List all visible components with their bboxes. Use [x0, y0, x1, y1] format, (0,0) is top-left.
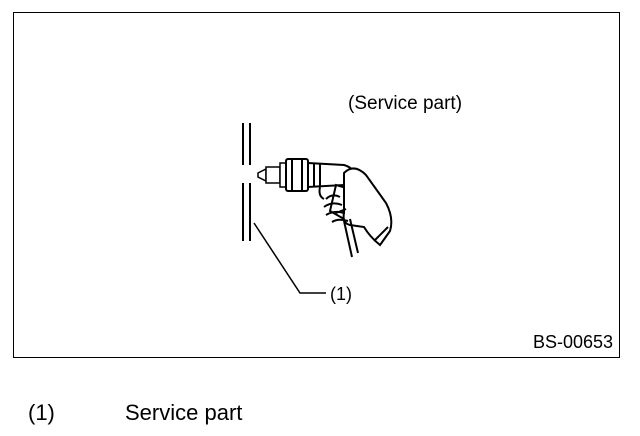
service-part-label: (Service part): [348, 93, 463, 114]
legend-number: (1): [28, 400, 55, 425]
callout-label: (1): [330, 284, 352, 304]
callout-leader-line: [253, 222, 326, 294]
drill-bit: [257, 162, 287, 188]
diagram-frame: (Service part) (1) BS-00653: [13, 12, 620, 358]
drill-illustration: [242, 123, 393, 294]
figure-code: BS-00653: [532, 332, 613, 352]
legend-text: Service part: [125, 400, 243, 425]
service-part-panel: [242, 123, 251, 241]
hand-illustration: [323, 167, 393, 258]
